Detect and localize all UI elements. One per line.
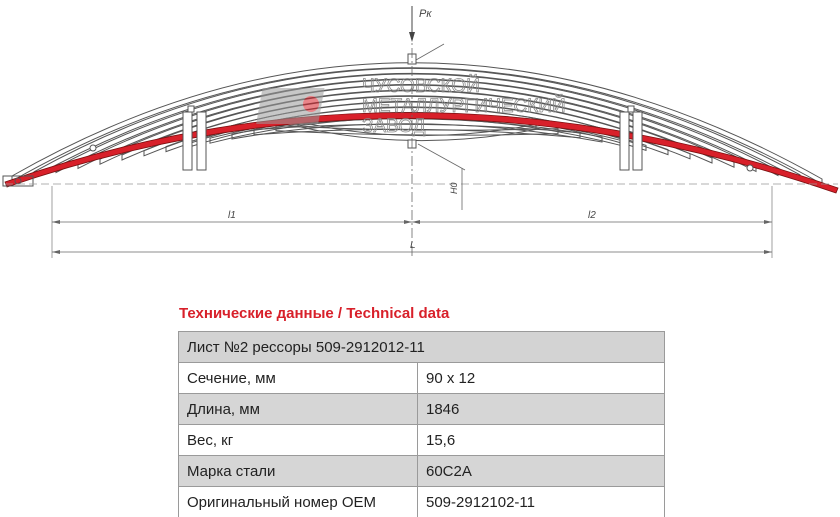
row-label: Длина, мм bbox=[179, 394, 418, 425]
section-title: Технические данные / Technical data bbox=[179, 305, 449, 322]
row-value: 509-2912102-11 bbox=[418, 487, 665, 517]
arrow-L-right bbox=[764, 250, 772, 254]
height-leader bbox=[418, 144, 465, 170]
arrow-l1-left bbox=[52, 220, 60, 224]
table-row: Марка стали 60С2А bbox=[179, 456, 665, 487]
table-header: Лист №2 рессоры 509-2912012-11 bbox=[179, 332, 665, 363]
left-rivet bbox=[90, 145, 96, 151]
row-value: 90 х 12 bbox=[418, 363, 665, 394]
table-row: Оригинальный номер OEM 509-2912102-11 bbox=[179, 487, 665, 517]
table-header-row: Лист №2 рессоры 509-2912012-11 bbox=[179, 332, 665, 363]
arrow-l1-right bbox=[404, 220, 412, 224]
load-arrow-head bbox=[409, 32, 415, 42]
row-label: Сечение, мм bbox=[179, 363, 418, 394]
watermark-line-2: МЕТАЛЛУРГИЧЕСКИЙ bbox=[362, 95, 566, 117]
row-label: Оригинальный номер OEM bbox=[179, 487, 418, 517]
watermark-line-3: ЗАВОД bbox=[362, 116, 426, 137]
arrow-L-left bbox=[52, 250, 60, 254]
bolt-leader bbox=[416, 44, 444, 60]
arrow-l2-left bbox=[412, 220, 420, 224]
height-label: Н0 bbox=[449, 182, 459, 194]
row-value: 15,6 bbox=[418, 425, 665, 456]
leaf-spring-drawing: ЧУСОВСКОЙ МЕТАЛЛУРГИЧЕСКИЙ ЗАВОД Рк Н0 l… bbox=[0, 0, 840, 280]
table-row: Длина, мм 1846 bbox=[179, 394, 665, 425]
label-l1: l1 bbox=[228, 210, 236, 221]
row-value: 60С2А bbox=[418, 456, 665, 487]
watermark-logo bbox=[256, 88, 324, 124]
technical-data-table: Лист №2 рессоры 509-2912012-11 Сечение, … bbox=[178, 331, 665, 517]
row-value: 1846 bbox=[418, 394, 665, 425]
label-l2: l2 bbox=[588, 210, 596, 221]
row-label: Марка стали bbox=[179, 456, 418, 487]
arrow-l2-right bbox=[764, 220, 772, 224]
table-row: Сечение, мм 90 х 12 bbox=[179, 363, 665, 394]
right-rivet bbox=[747, 165, 753, 171]
row-label: Вес, кг bbox=[179, 425, 418, 456]
load-label: Рк bbox=[419, 8, 432, 20]
label-L: L bbox=[410, 240, 416, 251]
watermark-line-1: ЧУСОВСКОЙ bbox=[362, 75, 480, 97]
table-row: Вес, кг 15,6 bbox=[179, 425, 665, 456]
